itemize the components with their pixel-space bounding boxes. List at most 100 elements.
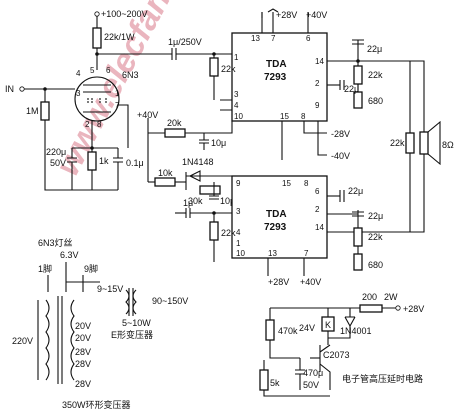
cathode-resistor-1k — [87, 151, 97, 171]
svg-text:470μ: 470μ — [303, 368, 323, 378]
svg-text:TDA: TDA — [266, 209, 287, 220]
svg-text:220V: 220V — [12, 336, 33, 346]
svg-text:1: 1 — [234, 53, 239, 62]
svg-text:30k: 30k — [188, 196, 203, 206]
svg-text:90~150V: 90~150V — [152, 296, 188, 306]
svg-text:22k: 22k — [221, 228, 236, 238]
svg-text:TDA: TDA — [266, 59, 287, 70]
cathode-bypass-label: 0.1μ — [126, 158, 144, 168]
hv-terminal — [94, 11, 100, 17]
svg-text:22μ: 22μ — [348, 186, 363, 196]
svg-text:4: 4 — [234, 101, 239, 110]
plate-resistor — [92, 27, 102, 49]
bottom-bootstrap-resistor — [353, 227, 363, 247]
svg-text:10μ: 10μ — [220, 196, 235, 206]
cathode-cap-label: 220μ — [46, 147, 66, 157]
hv-label: +100~200V — [101, 9, 148, 19]
svg-text:C2073: C2073 — [323, 350, 350, 360]
svg-text:2W: 2W — [384, 292, 398, 302]
svg-text:+28V: +28V — [403, 304, 424, 314]
svg-text:2: 2 — [315, 79, 320, 88]
svg-text:6: 6 — [315, 187, 320, 196]
top-p40: +40V — [306, 10, 327, 20]
svg-text:22k: 22k — [221, 64, 236, 74]
tda7293-bottom-chip — [231, 175, 328, 259]
top-input-resistor — [209, 57, 219, 77]
svg-text:7: 7 — [271, 34, 276, 43]
svg-text:6: 6 — [306, 34, 311, 43]
tube-stage: +100~200V 22k/1W 1μ/250V 6N3 4 5 6 3 2 8… — [5, 9, 214, 191]
svg-text:14: 14 — [315, 57, 324, 66]
svg-text:9: 9 — [236, 179, 241, 188]
speaker-body — [419, 131, 429, 155]
feedback-resistor — [405, 132, 415, 154]
svg-text:8: 8 — [304, 179, 309, 188]
svg-text:1: 1 — [236, 239, 241, 248]
delay-circuit: 200 2W +28V 470k K 24V 1N4001 C2073 470μ… — [259, 292, 424, 397]
svg-text:3: 3 — [236, 207, 241, 216]
svg-text:6N3灯丝: 6N3灯丝 — [38, 237, 73, 248]
svg-text:20V: 20V — [75, 333, 91, 343]
svg-text:24V: 24V — [299, 323, 315, 333]
svg-text:4: 4 — [236, 228, 241, 237]
grid-resistor-1m — [40, 101, 50, 121]
resistor-30k — [199, 185, 221, 195]
svg-text:1: 1 — [115, 89, 120, 98]
svg-text:9~15V: 9~15V — [97, 284, 123, 294]
svg-text:5~10W: 5~10W — [122, 318, 151, 328]
svg-text:-28V: -28V — [331, 129, 350, 139]
speaker-cone — [427, 120, 441, 166]
delay-title: 电子管高压延时电路 — [342, 373, 423, 384]
svg-text:1N4148: 1N4148 — [182, 157, 214, 167]
svg-text:1脚: 1脚 — [38, 264, 52, 274]
svg-text:22k: 22k — [368, 70, 383, 80]
svg-text:1μ: 1μ — [183, 198, 193, 208]
input-terminal — [19, 86, 25, 92]
watermark: www.elecfans.com — [49, 0, 225, 182]
svg-text:15: 15 — [280, 112, 289, 121]
svg-text:28V: 28V — [75, 379, 91, 389]
svg-text:20V: 20V — [75, 321, 91, 331]
top-680-resistor — [353, 91, 363, 109]
speaker-label: 8Ω — [442, 140, 454, 150]
svg-text:K: K — [325, 320, 331, 330]
svg-text:200: 200 — [362, 292, 377, 302]
top-bootstrap-resistor — [353, 65, 363, 85]
svg-text:10k: 10k — [158, 168, 173, 178]
svg-text:9脚: 9脚 — [84, 264, 98, 274]
svg-text:8: 8 — [97, 120, 102, 129]
svg-text:10μ: 10μ — [211, 138, 226, 148]
svg-text:+40V: +40V — [137, 110, 158, 120]
svg-text:7: 7 — [304, 249, 309, 258]
delay-resistor-200 — [359, 304, 383, 313]
svg-text:-40V: -40V — [331, 151, 350, 161]
svg-text:28V: 28V — [75, 359, 91, 369]
svg-text:10: 10 — [234, 112, 243, 121]
transformers: 6N3灯丝 6.3V 1脚 9脚 9~15V 90~150V 5~10W E形变… — [12, 237, 188, 410]
svg-text:3: 3 — [76, 89, 81, 98]
svg-text:680: 680 — [368, 96, 383, 106]
svg-text:22μ: 22μ — [367, 44, 382, 54]
svg-text:9: 9 — [315, 101, 320, 110]
grid-resistor-label: 1M — [26, 106, 39, 116]
svg-text:5: 5 — [90, 66, 95, 75]
svg-text:50V: 50V — [303, 380, 319, 390]
tube-label: 6N3 — [122, 70, 139, 80]
svg-text:+28V: +28V — [268, 277, 289, 287]
svg-text:7293: 7293 — [264, 222, 287, 233]
svg-text:350W环形变压器: 350W环形变压器 — [62, 399, 131, 410]
tda-bottom: TDA 7293 9 15 8 6 2 3 14 4 1 10 13 7 1μ … — [175, 175, 383, 287]
svg-text:15: 15 — [282, 179, 291, 188]
svg-text:13: 13 — [268, 249, 277, 258]
cathode-resistor-label: 1k — [99, 156, 109, 166]
svg-text:22k: 22k — [368, 232, 383, 242]
bottom-680-resistor — [353, 253, 363, 271]
svg-text:14: 14 — [315, 223, 324, 232]
svg-text:E形变压器: E形变压器 — [111, 329, 153, 340]
svg-text:+40V: +40V — [300, 277, 321, 287]
svg-text:10: 10 — [236, 249, 245, 258]
standby-resistor-10k — [154, 177, 176, 187]
svg-text:28V: 28V — [75, 347, 91, 357]
svg-text:2: 2 — [315, 205, 320, 214]
